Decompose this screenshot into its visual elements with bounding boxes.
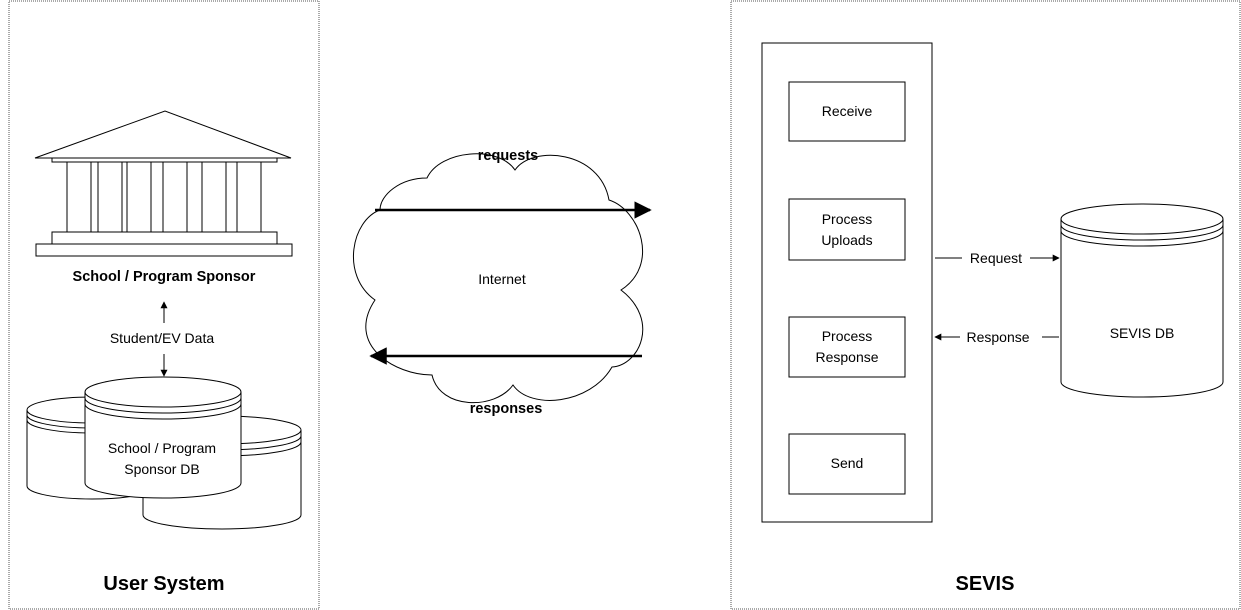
internet-label: Internet <box>478 271 526 287</box>
process-response-label-line2: Response <box>815 349 878 365</box>
request-label: Request <box>970 250 1022 266</box>
process-uploads-label-line2: Uploads <box>821 232 872 248</box>
receive-box <box>788 81 906 142</box>
process-response-box <box>788 316 906 378</box>
sponsor-db-label-line1: School / Program <box>108 440 216 456</box>
user-system-panel <box>8 0 320 610</box>
user-system-title: User System <box>103 573 224 595</box>
internet-cloud <box>352 153 644 404</box>
process-response-label-line1: Process <box>822 328 873 344</box>
process-uploads-label-line1: Process <box>822 211 873 227</box>
responses-label: responses <box>470 401 543 417</box>
send-label: Send <box>831 455 864 471</box>
sponsor-db-front-cylinder <box>84 376 242 499</box>
sponsor-db-label-line2: Sponsor DB <box>124 461 199 477</box>
receive-label: Receive <box>822 103 873 119</box>
student-ev-data-label: Student/EV Data <box>110 330 215 346</box>
response-label: Response <box>966 329 1029 345</box>
process-uploads-box <box>788 198 906 261</box>
sevis-panel <box>730 0 1241 610</box>
sevis-database <box>1060 203 1224 398</box>
school-building-icon <box>34 110 293 257</box>
send-box <box>788 433 906 495</box>
requests-label: requests <box>478 148 538 164</box>
sponsor-database-stack <box>26 376 302 530</box>
school-sponsor-label: School / Program Sponsor <box>73 269 256 285</box>
sevis-db-label: SEVIS DB <box>1110 325 1175 341</box>
sevis-title: SEVIS <box>956 573 1015 595</box>
